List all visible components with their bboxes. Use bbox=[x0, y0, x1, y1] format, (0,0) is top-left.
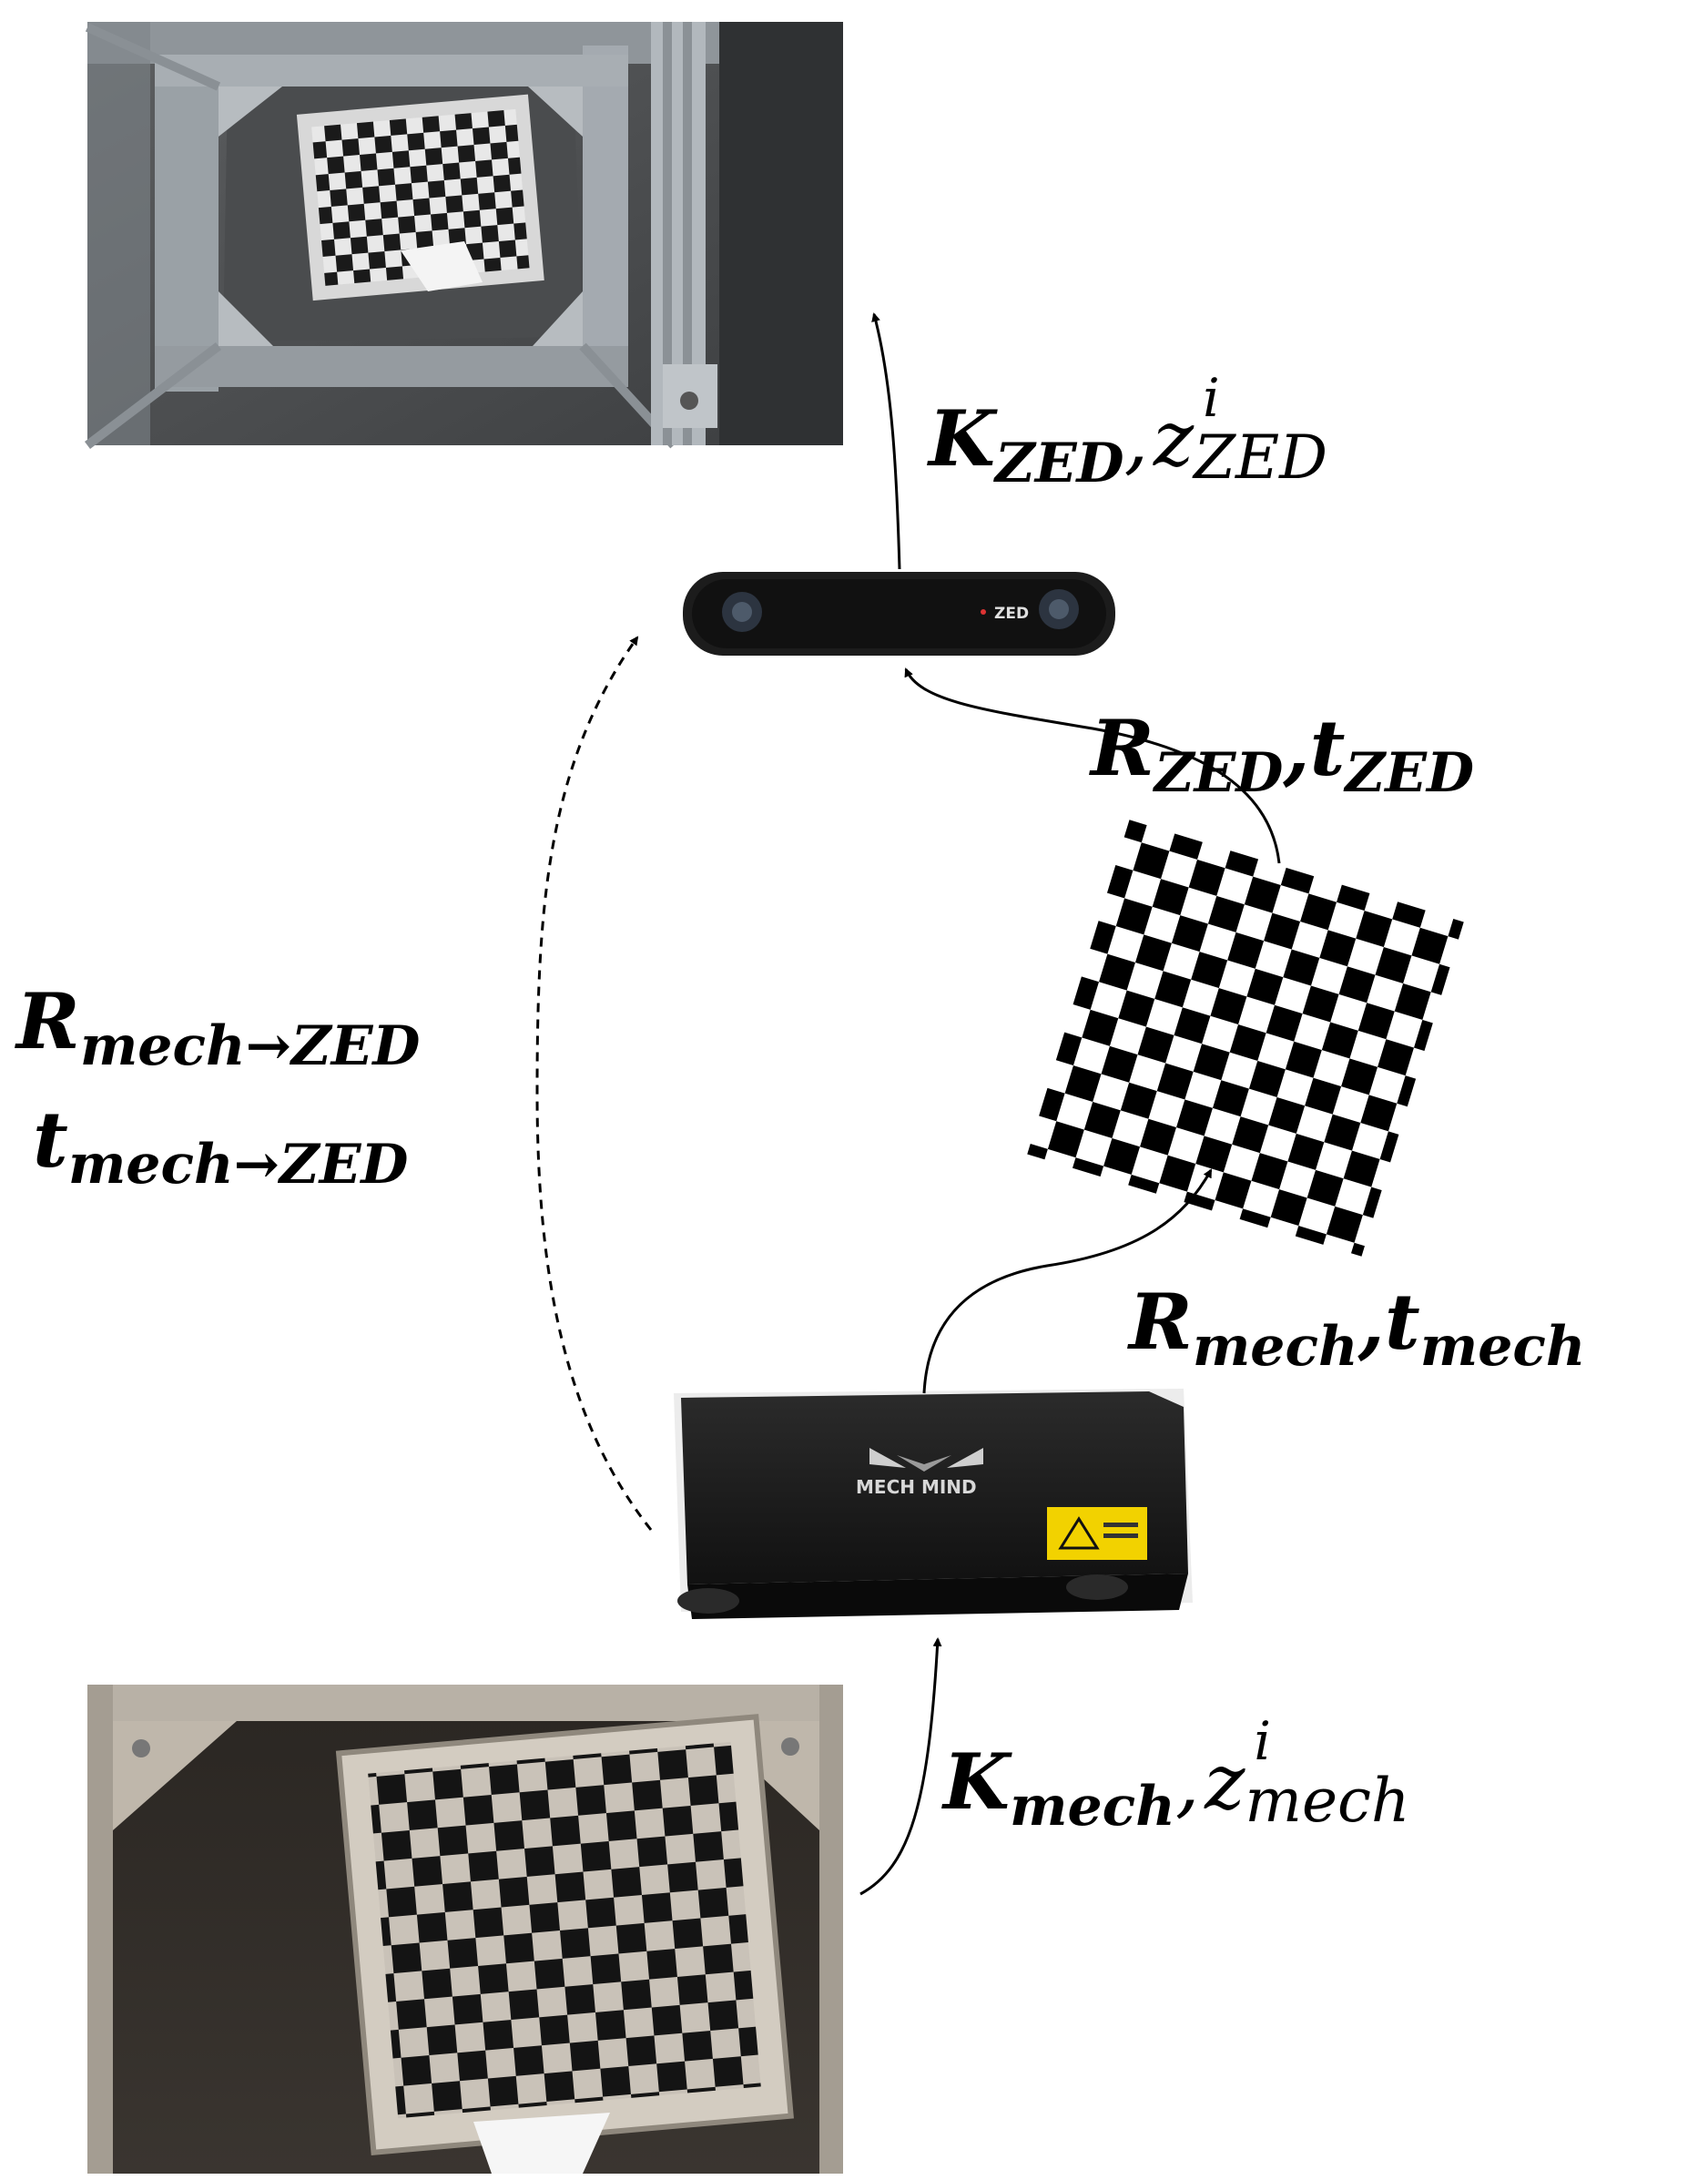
label-mech-to-zed-rotation: Rmech→ZED bbox=[16, 976, 421, 1078]
arrow-mech-intrinsics bbox=[859, 1637, 942, 1896]
arrow-zed-intrinsics bbox=[871, 312, 901, 570]
label-mech-extrinsics: Rmech,tmech bbox=[1129, 1277, 1586, 1379]
mech-mind-camera: MECH MIND bbox=[674, 1389, 1193, 1619]
arrow-zed-extrinsics bbox=[904, 667, 1281, 864]
zed-view-photo bbox=[84, 22, 843, 449]
calibration-checkerboard bbox=[1027, 820, 1464, 1257]
arrow-mech-extrinsics bbox=[922, 1168, 1213, 1394]
label-zed-extrinsics: RZED,tZED bbox=[1091, 703, 1474, 805]
mech-brand-text: MECH MIND bbox=[856, 1476, 977, 1498]
zed-camera: ZED bbox=[683, 572, 1115, 656]
arrow-mech-to-zed bbox=[535, 636, 653, 1531]
label-mech-to-zed-translation: tmech→ZED bbox=[33, 1095, 409, 1197]
zed-brand-text: ZED bbox=[994, 605, 1029, 623]
mech-view-photo bbox=[87, 1685, 843, 2174]
arrows bbox=[535, 312, 1281, 1896]
